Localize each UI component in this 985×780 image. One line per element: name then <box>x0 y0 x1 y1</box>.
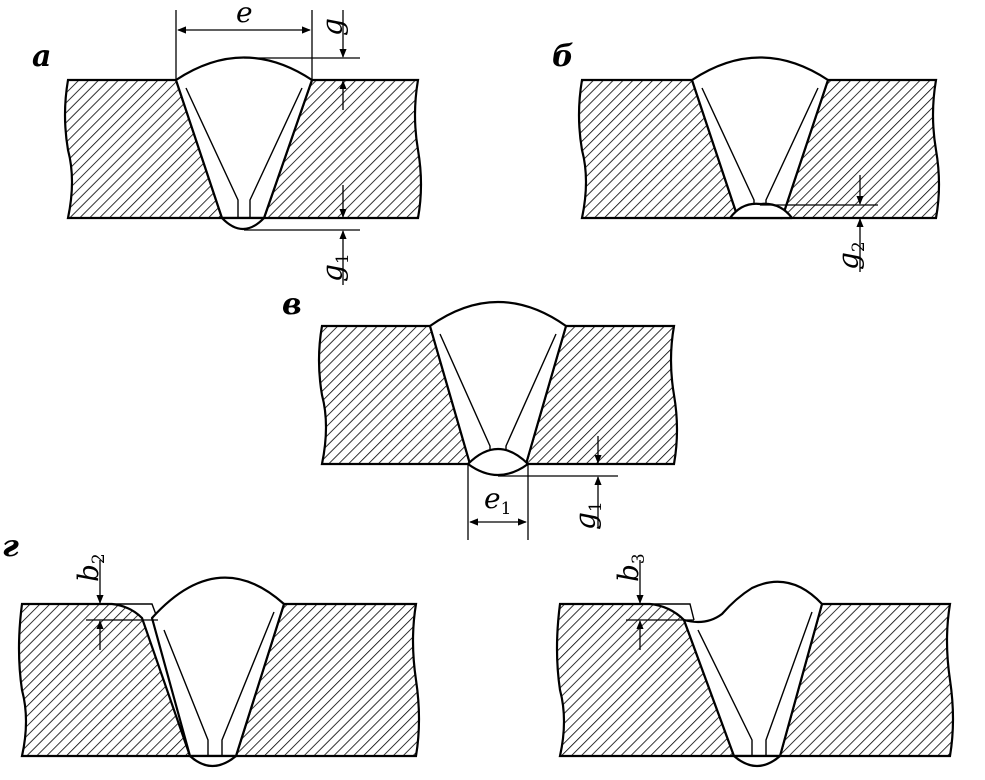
dim-e1-sub: 1 <box>501 499 512 519</box>
dim-b2-base: b <box>72 564 105 582</box>
groove-line-right <box>249 87 303 218</box>
root-bead <box>732 754 782 768</box>
right-plate <box>778 602 955 758</box>
root-bead <box>220 216 266 231</box>
right-plate <box>262 78 423 220</box>
weld-metal <box>150 576 286 758</box>
dim-g1-sub: 1 <box>586 501 606 512</box>
dim-g2-sub: 2 <box>849 241 869 252</box>
weld-metal <box>428 301 568 466</box>
panel-a-label: а <box>32 39 51 74</box>
weld-metal <box>682 580 824 758</box>
right-plate <box>234 602 421 758</box>
panel-v: в e1 g1 <box>282 287 679 540</box>
dim-g2-base: g <box>832 252 865 270</box>
panel-g-right: b3 <box>555 553 955 768</box>
dim-e1-base: e <box>484 482 501 515</box>
dim-b2-label: b2 <box>72 553 109 582</box>
dim-e-label: e <box>236 0 253 29</box>
dim-g1-sub: 1 <box>333 253 353 264</box>
dim-g-label: g <box>316 18 349 36</box>
panel-v-label: в <box>282 287 302 322</box>
dim-g1-base: g <box>569 512 602 530</box>
undercut-line <box>650 603 695 621</box>
groove-line-right <box>765 611 813 756</box>
dim-b3-label: b3 <box>612 553 649 582</box>
panel-b-label: б <box>552 39 574 74</box>
dim-b3-sub: 3 <box>629 553 649 564</box>
panel-a: а e g g1 <box>32 0 423 285</box>
groove-line-left <box>185 87 239 218</box>
weld-metal <box>690 56 830 220</box>
panel-g-label: г <box>2 529 19 564</box>
dim-b2-sub: 2 <box>89 553 109 564</box>
dim-g1-label: g1 <box>316 253 353 282</box>
left-plate <box>317 324 472 466</box>
dim-g1-base: g <box>316 264 349 282</box>
panel-b: б g2 <box>552 39 941 272</box>
groove-line-left <box>163 629 209 756</box>
dim-e1-label: e1 <box>484 482 511 519</box>
panel-g-left: г b2 <box>2 529 421 768</box>
groove-line-left <box>697 629 753 756</box>
left-plate <box>63 78 224 220</box>
root-bead <box>188 754 238 768</box>
left-plate <box>577 78 740 220</box>
root-concavity <box>728 202 794 220</box>
right-plate <box>780 78 941 220</box>
dim-b3-base: b <box>612 564 645 582</box>
dim-g2-label: g2 <box>832 241 869 270</box>
dim-g1-label: g1 <box>569 501 606 530</box>
left-plate <box>17 602 192 758</box>
right-plate <box>524 324 679 466</box>
groove-line-right <box>221 611 275 756</box>
left-plate <box>555 602 736 758</box>
